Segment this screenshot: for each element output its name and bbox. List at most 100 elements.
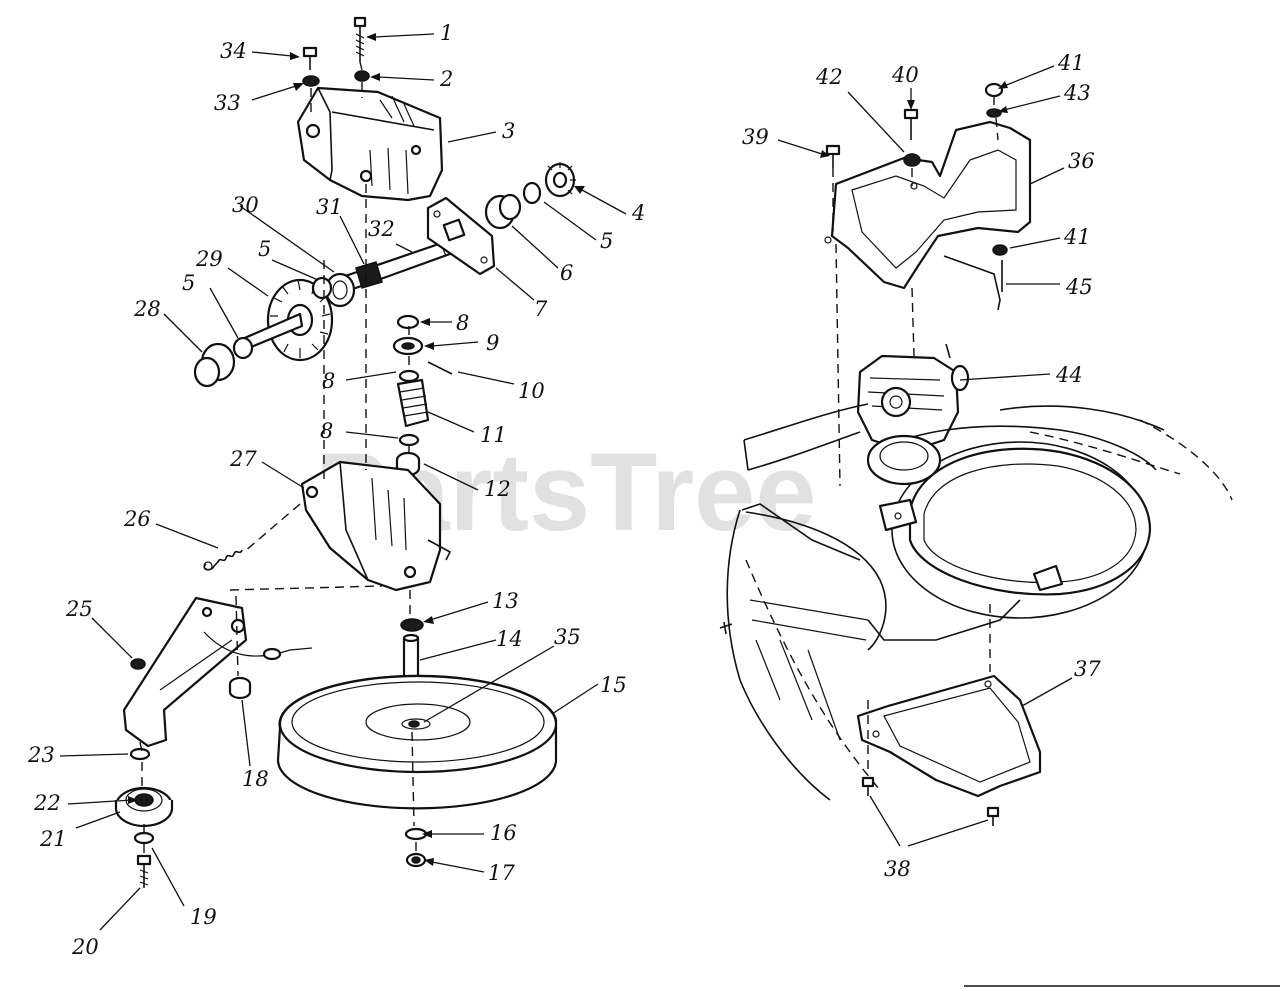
callout-40: 40 [891, 63, 919, 87]
callout-4: 4 [631, 201, 645, 225]
callout-8c: 8 [320, 419, 333, 443]
callout-35: 35 [554, 625, 581, 649]
part-20-bolt [136, 854, 152, 888]
part-21-idler-pulley [114, 786, 174, 828]
callout-42: 42 [815, 65, 843, 89]
callout-8b: 8 [322, 369, 335, 393]
part-4-sprocket [544, 162, 576, 198]
part-2-washer [354, 70, 370, 82]
callout-1: 1 [440, 21, 453, 45]
part-34-bolt [302, 46, 318, 70]
callout-5a: 5 [258, 237, 271, 261]
part-3-upper-housing [296, 86, 444, 202]
callout-5b: 5 [182, 271, 195, 295]
part-18-bushing [228, 676, 252, 700]
callout-27: 27 [229, 447, 257, 471]
part-27-lower-housing [300, 460, 452, 592]
callout-19: 19 [190, 905, 217, 929]
callout-3: 3 [502, 119, 515, 143]
callout-21: 21 [39, 827, 67, 851]
callout-32: 32 [368, 217, 395, 241]
part-7-plate [426, 196, 496, 276]
callout-30: 30 [232, 193, 259, 217]
part-8-washer-mid [398, 369, 420, 383]
callout-37: 37 [1074, 657, 1101, 681]
callout-22: 22 [33, 791, 61, 815]
callout-25: 25 [65, 597, 93, 621]
part-1-bolt [353, 16, 367, 62]
callout-20: 20 [71, 935, 99, 959]
part-36-cover [824, 120, 1032, 290]
part-37-deflector [856, 674, 1042, 798]
part-38-screw-left [861, 776, 875, 796]
callout-39: 39 [742, 125, 769, 149]
left-assembly [114, 16, 576, 888]
callout-9: 9 [486, 331, 499, 355]
part-5-washer-right [522, 181, 542, 205]
part-38-screw-right [986, 806, 1000, 826]
part-41-nut-lower [992, 244, 1008, 256]
part-25-nut [130, 658, 146, 670]
mower-deck [719, 403, 1233, 801]
callout-44: 44 [1055, 363, 1083, 387]
callout-10: 10 [518, 379, 545, 403]
callout-17: 17 [488, 861, 515, 885]
part-5-washer-left [232, 336, 254, 360]
part-13-nut [400, 618, 424, 632]
callout-12: 12 [484, 477, 511, 501]
callout-13: 13 [492, 589, 519, 613]
part-11-worm [396, 378, 430, 428]
part-44-gearbox [856, 343, 970, 454]
part-8-washer-low [398, 433, 420, 447]
callout-43: 43 [1063, 81, 1091, 105]
callout-15: 15 [600, 673, 627, 697]
part-40-bolt [903, 108, 919, 140]
callout-8a: 8 [456, 311, 469, 335]
part-35-key [408, 720, 420, 728]
callout-16: 16 [490, 821, 517, 845]
part-9-gear [392, 336, 424, 356]
part-15-pulley [276, 674, 558, 810]
right-assembly [719, 82, 1280, 987]
part-28-bushing [193, 342, 236, 388]
callout-18: 18 [242, 767, 269, 791]
callout-34: 34 [220, 39, 247, 63]
part-42-washer [903, 153, 921, 167]
part-10-pin [427, 361, 453, 375]
callout-7: 7 [534, 297, 548, 321]
part-29-gear [238, 278, 334, 362]
part-26-spring [203, 549, 243, 571]
callout-29: 29 [195, 247, 223, 271]
part-8-washer-top [396, 314, 420, 330]
part-17-nut [405, 852, 427, 868]
part-33-washer [302, 75, 320, 87]
part-45-rod [943, 255, 1003, 311]
callout-11: 11 [480, 423, 507, 447]
callout-41b: 41 [1063, 225, 1091, 249]
leader-lines [59, 33, 1073, 931]
callout-36: 36 [1068, 149, 1095, 173]
callout-23: 23 [27, 743, 55, 767]
callout-31: 31 [316, 195, 343, 219]
idler-arm [122, 596, 313, 748]
callout-labels: 1 2 34 33 3 4 5 6 7 30 31 32 29 5 5 28 8… [27, 21, 1101, 959]
part-19-washer [133, 831, 155, 845]
callout-41a: 41 [1057, 51, 1085, 75]
callout-2: 2 [439, 67, 453, 91]
part-31-collar [355, 261, 383, 289]
callout-45: 45 [1065, 275, 1093, 299]
callout-14: 14 [496, 627, 523, 651]
part-23-washer [129, 747, 151, 761]
callout-6: 6 [560, 261, 573, 285]
callout-38: 38 [884, 857, 911, 881]
callout-26: 26 [123, 507, 151, 531]
callout-5c: 5 [600, 229, 613, 253]
part-41-nut-top [984, 82, 1004, 98]
callout-33: 33 [214, 91, 241, 115]
callout-28: 28 [133, 297, 161, 321]
part-39-screw [825, 144, 841, 168]
part-43-washer [986, 108, 1002, 118]
part-6-bushing [484, 193, 522, 230]
part-5-washer-gear [311, 276, 333, 300]
